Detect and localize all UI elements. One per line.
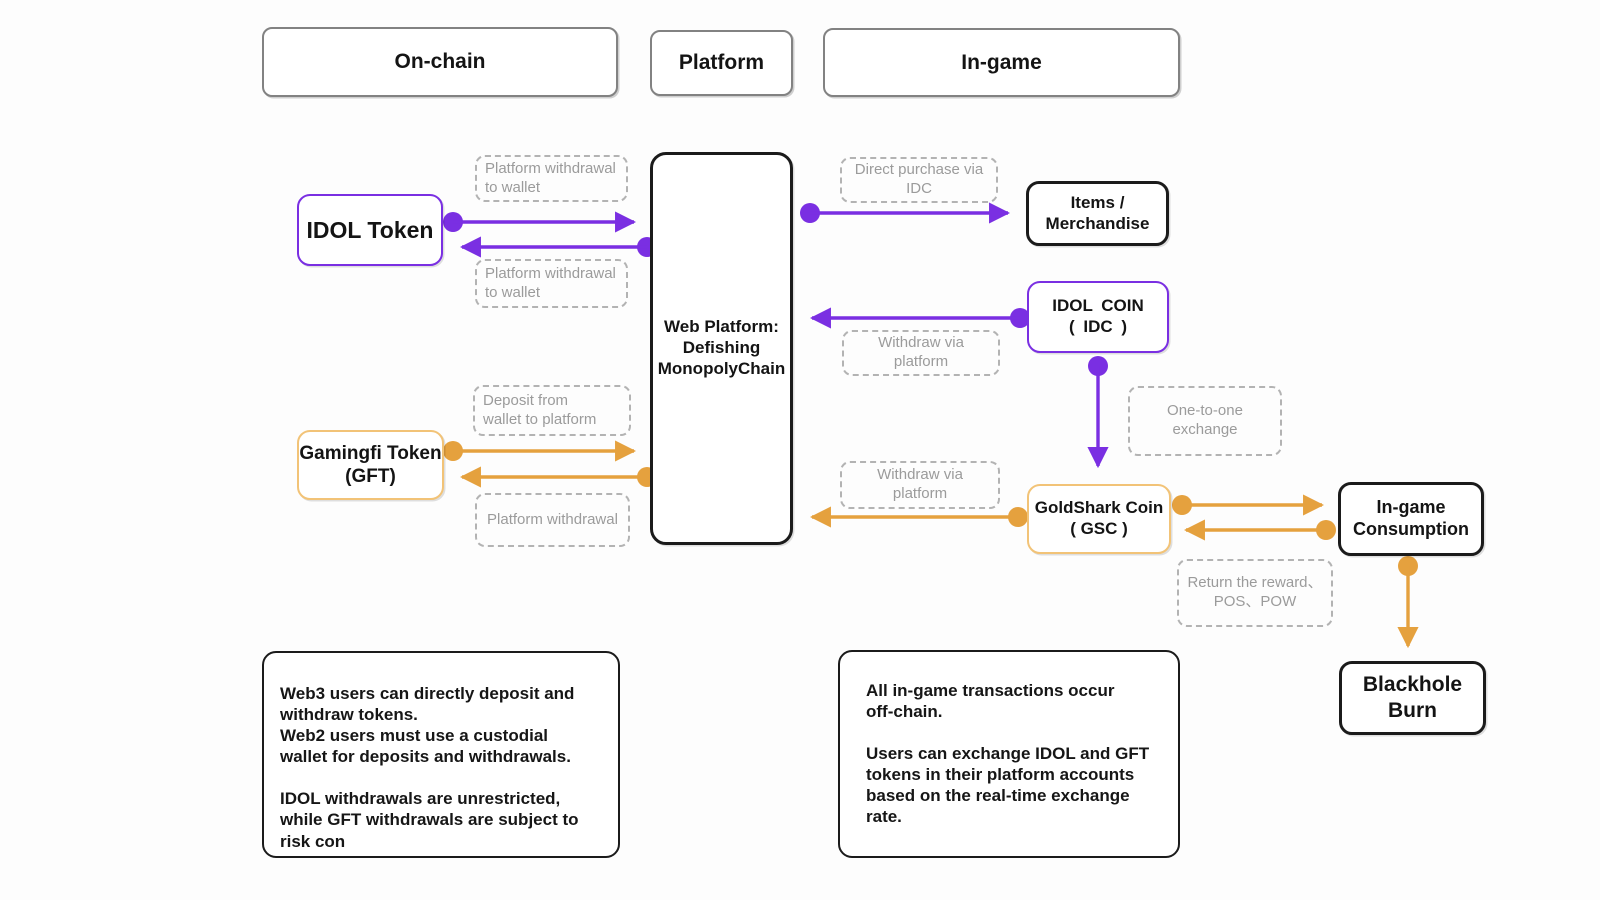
label-direct-purchase-via-idc: Direct purchase via IDC <box>840 157 998 203</box>
arrow-idol-token-to-platform <box>443 211 637 233</box>
node-ingame-consumption: In-game Consumption <box>1338 482 1484 556</box>
label-platform-withdrawal-to-wallet-bottom: Platform withdrawal to wallet <box>475 259 628 308</box>
node-items-merchandise: Items / Merchandise <box>1026 181 1169 246</box>
header-on-chain: On-chain <box>262 27 618 97</box>
arrow-ingame-to-blackhole <box>1397 556 1419 649</box>
node-goldshark-coin: GoldShark Coin ( GSC ) <box>1027 484 1171 554</box>
label-one-to-one-exchange: One-to-one exchange <box>1128 386 1282 456</box>
label-return-the-reward: Return the reward、 POS、POW <box>1177 559 1333 627</box>
header-in-game: In-game <box>823 28 1180 97</box>
label-withdraw-via-platform-gsc: Withdraw via platform <box>840 461 1000 509</box>
label-deposit-from-wallet-to-platform: Deposit from wallet to platform <box>473 385 631 436</box>
label-platform-withdrawal-to-wallet-top: Platform withdrawal to wallet <box>475 155 628 202</box>
note-ingame-rules: All in-game transactions occur off-chain… <box>838 650 1180 858</box>
arrow-idc-to-platform <box>809 307 1030 329</box>
label-platform-withdrawal: Platform withdrawal <box>475 493 630 547</box>
arrow-idc-to-gsc <box>1087 356 1109 469</box>
arrow-gsc-to-ingame <box>1172 494 1325 516</box>
arrow-platform-to-idol-token <box>459 236 657 258</box>
header-platform: Platform <box>650 30 793 96</box>
node-gamingfi-token: Gamingfi Token (GFT) <box>297 430 444 500</box>
arrow-gft-to-platform <box>443 440 637 462</box>
node-blackhole-burn: Blackhole Burn <box>1339 661 1486 735</box>
label-withdraw-via-platform-idc: Withdraw via platform <box>842 330 1000 376</box>
note-onchain-rules: Web3 users can directly deposit and with… <box>262 651 620 858</box>
arrow-platform-to-gft <box>459 466 657 488</box>
node-web-platform: Web Platform: Defishing MonopolyChain <box>650 152 793 545</box>
arrow-ingame-to-gsc <box>1183 519 1336 541</box>
arrow-platform-to-items <box>800 202 1011 224</box>
node-idol-coin: IDOL COIN ( IDC ) <box>1027 281 1169 353</box>
arrow-gsc-to-platform <box>809 506 1028 528</box>
node-idol-token: IDOL Token <box>297 194 443 266</box>
